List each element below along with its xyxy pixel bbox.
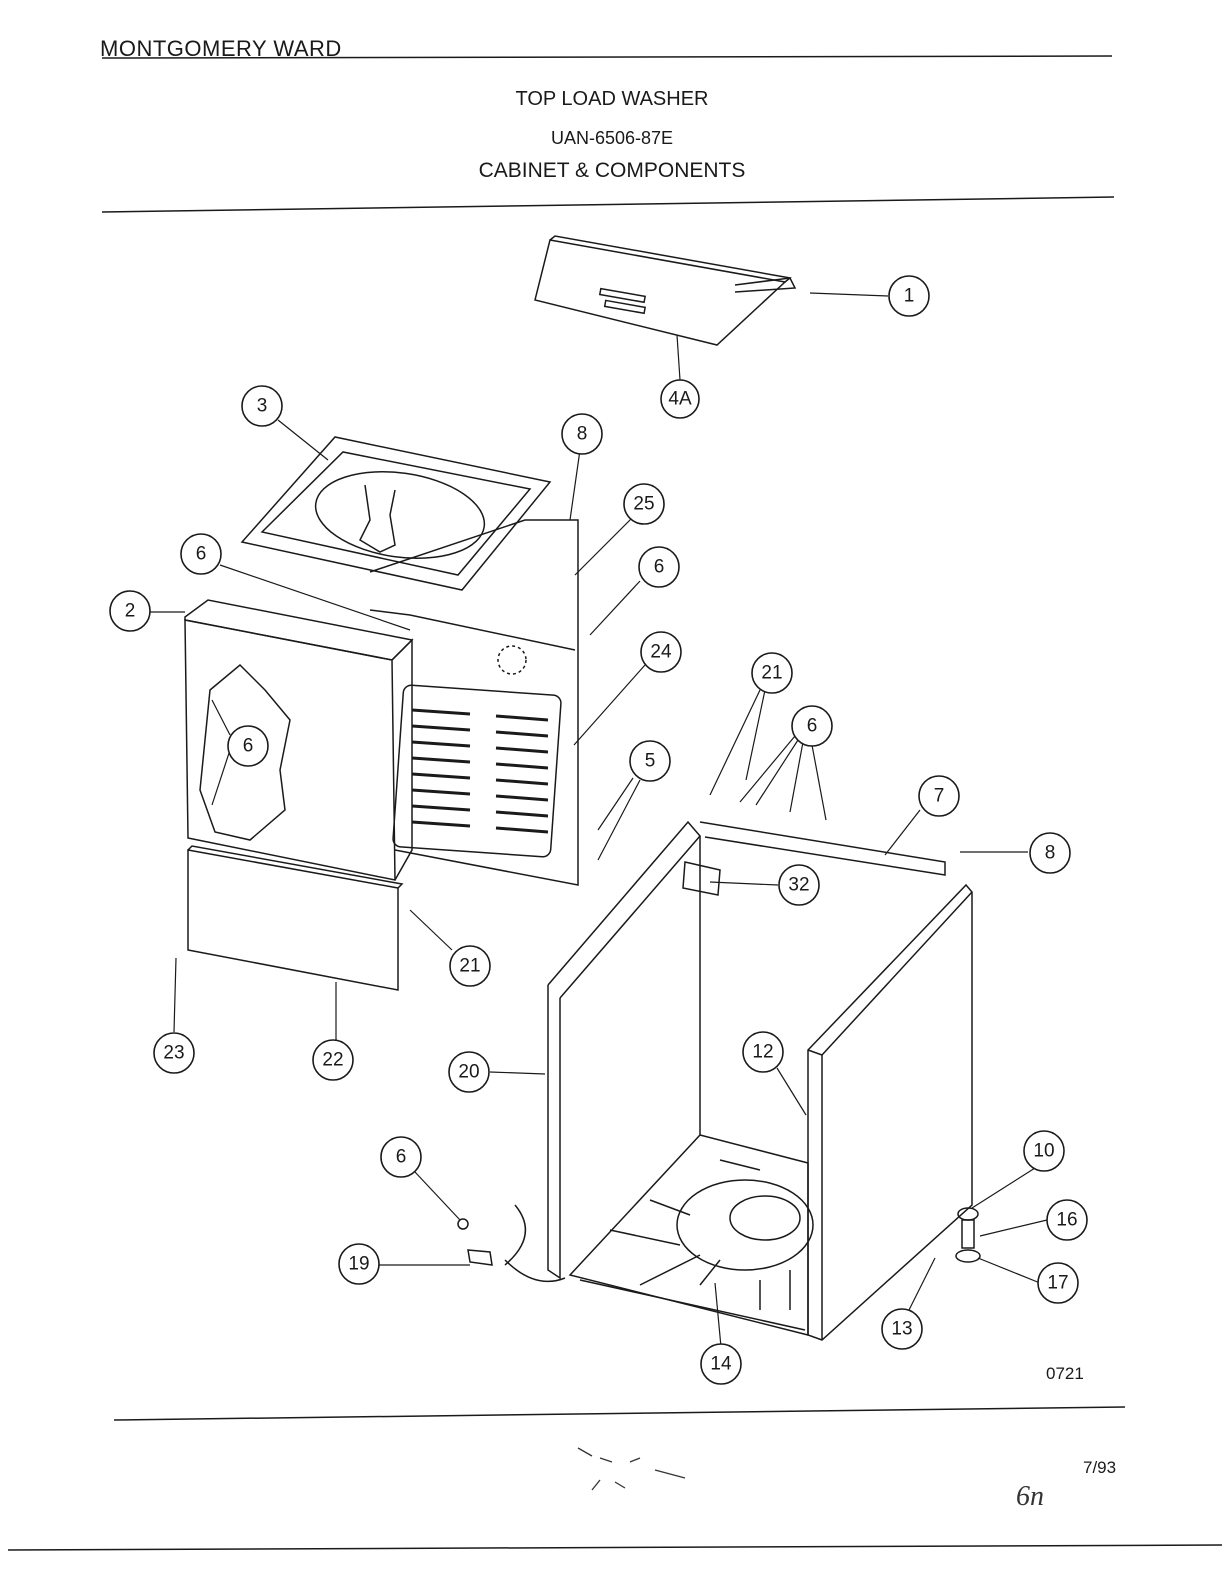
leader-lines	[148, 292, 1048, 1348]
callout-8-right: 8	[1029, 832, 1071, 874]
callout-14: 14	[700, 1343, 742, 1385]
callout-5: 5	[629, 740, 671, 782]
cabinet-base	[568, 1134, 814, 1336]
svg-text:6: 6	[396, 1147, 407, 1168]
svg-text:7: 7	[934, 786, 945, 807]
product-title: TOP LOAD WASHER	[515, 88, 709, 110]
handwritten-note: 6n	[1016, 1481, 1044, 1512]
svg-text:12: 12	[752, 1042, 773, 1063]
callout-21-bottom: 21	[449, 945, 491, 987]
callout-4a: 4A	[660, 379, 700, 419]
svg-text:8: 8	[1045, 843, 1056, 864]
callout-13: 13	[881, 1308, 923, 1350]
callout-8-top: 8	[561, 413, 603, 455]
callout-6-top-left: 6	[180, 533, 222, 575]
svg-text:10: 10	[1033, 1141, 1054, 1162]
brand-name: MONTGOMERY WARD	[100, 36, 342, 61]
svg-text:22: 22	[322, 1050, 343, 1071]
callout-25: 25	[623, 483, 665, 525]
cabinet	[547, 820, 973, 1341]
callout-24: 24	[640, 631, 682, 673]
svg-text:5: 5	[645, 751, 656, 772]
revision-date: 7/93	[1083, 1458, 1117, 1477]
svg-text:24: 24	[650, 642, 672, 663]
svg-text:6: 6	[654, 557, 665, 578]
svg-text:13: 13	[891, 1319, 912, 1340]
footer-rule	[113, 1406, 1126, 1421]
svg-text:1: 1	[904, 286, 915, 307]
callout-7: 7	[918, 775, 960, 817]
svg-text:23: 23	[163, 1043, 184, 1064]
model-number: UAN-6506-87E	[550, 128, 674, 148]
svg-text:25: 25	[633, 494, 654, 515]
callout-21-top: 21	[751, 652, 793, 694]
callout-19: 19	[338, 1243, 380, 1285]
callout-6-front: 6	[227, 725, 269, 767]
diagram-reference: 0721	[1046, 1364, 1084, 1383]
callout-6-bottom: 6	[380, 1136, 422, 1178]
svg-text:2: 2	[125, 601, 136, 622]
callout-6-cabinet: 6	[791, 705, 833, 747]
header-rule	[101, 55, 1113, 59]
front-panel	[184, 599, 414, 881]
svg-text:6: 6	[243, 736, 254, 757]
washer-lid	[534, 235, 797, 346]
svg-text:32: 32	[788, 875, 809, 896]
leveling-leg	[955, 1207, 981, 1263]
callout-2: 2	[109, 590, 151, 632]
svg-text:20: 20	[458, 1062, 479, 1083]
title-rule	[101, 196, 1115, 213]
svg-text:6: 6	[807, 716, 818, 737]
callout-3: 3	[241, 385, 283, 427]
screw-icon	[457, 1218, 469, 1230]
callout-22: 22	[312, 1039, 354, 1081]
callout-16: 16	[1046, 1199, 1088, 1241]
svg-text:21: 21	[761, 663, 782, 684]
svg-text:16: 16	[1056, 1210, 1077, 1231]
svg-text:19: 19	[348, 1254, 369, 1275]
hose-bracket	[467, 1204, 566, 1283]
svg-text:21: 21	[459, 956, 480, 977]
back-panel	[369, 519, 579, 886]
section-title: CABINET & COMPONENTS	[478, 159, 746, 182]
kick-panel	[187, 845, 404, 991]
svg-text:4A: 4A	[668, 389, 692, 410]
svg-text:6: 6	[196, 544, 207, 565]
callout-32: 32	[778, 864, 820, 906]
callout-6-top-right: 6	[638, 546, 680, 588]
svg-text:8: 8	[577, 424, 588, 445]
callout-17: 17	[1037, 1262, 1079, 1304]
callout-20: 20	[448, 1051, 490, 1093]
callout-10: 10	[1023, 1130, 1065, 1172]
svg-text:14: 14	[710, 1354, 732, 1375]
washer-top	[240, 436, 552, 591]
svg-text:3: 3	[257, 396, 268, 417]
handwritten-mark	[577, 1447, 686, 1491]
callout-12: 12	[742, 1031, 784, 1073]
svg-text:17: 17	[1047, 1273, 1068, 1294]
page-bottom-rule	[7, 1544, 1223, 1551]
callout-1: 1	[888, 275, 930, 317]
callout-23: 23	[153, 1032, 195, 1074]
